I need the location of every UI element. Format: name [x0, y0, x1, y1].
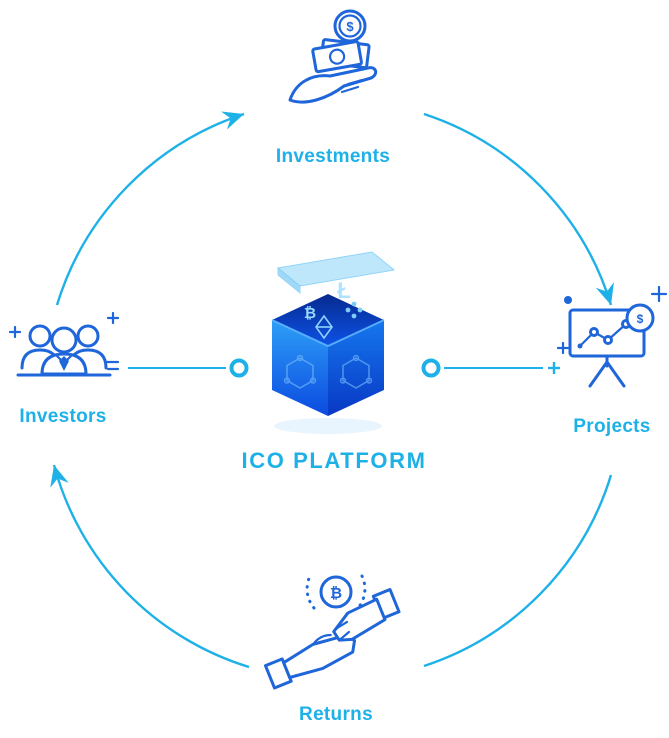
cube-shadow: [274, 418, 382, 434]
cube-rim-highlight: [271, 319, 385, 348]
plus-mark-left: [8, 325, 22, 339]
node-label-projects: Projects: [573, 416, 651, 437]
cycle-arc-returns-to-investors: [52, 464, 250, 669]
connector-ring-right: [421, 358, 441, 378]
blockchain-dots-glyph: [345, 301, 363, 319]
banknotes: [311, 38, 371, 74]
chart-line: [577, 319, 631, 349]
cube-right-face: [328, 320, 384, 416]
easel-stand: [588, 354, 626, 388]
plus-mark-left: [556, 341, 570, 355]
hexagon-circuit-motifs: [283, 354, 373, 389]
ico-cube-icon: Ł ₿: [260, 246, 396, 447]
lines-decoration: [104, 360, 120, 371]
ethereum-glyph: [315, 314, 333, 340]
cube-open-lid: [276, 251, 396, 295]
ico-platform-title: ICO PLATFORM: [241, 448, 427, 473]
plus-mark-right-connector: [548, 362, 560, 374]
cycle-arc-projects-to-returns: [423, 474, 613, 668]
node-label-returns: Returns: [299, 704, 373, 725]
node-label-investments: Investments: [275, 146, 391, 167]
dollar-glyph: $: [637, 312, 644, 326]
dot-decoration: [564, 296, 572, 304]
litecoin-glyph: Ł: [337, 278, 350, 303]
dollar-coin: $: [625, 303, 655, 333]
presentation-chart-icon: $: [556, 285, 668, 407]
investors-group-icon: [6, 298, 122, 407]
front-person: [40, 326, 88, 376]
node-label-investors: Investors: [19, 406, 107, 427]
cube-left-face: [272, 320, 328, 416]
crypto-symbols: Ł ₿: [304, 278, 363, 340]
arrowhead-to-projects: [595, 282, 614, 305]
plus-mark-top-right: [650, 285, 668, 303]
hand-money-icon: $: [280, 4, 404, 141]
holding-hand: [288, 66, 378, 104]
bitcoin-glyph: ₿: [330, 585, 342, 602]
cycle-arc-investments-to-projects: [423, 112, 613, 306]
clasped-hands: [263, 588, 401, 690]
plus-mark-right: [106, 311, 120, 325]
connector-ring-left: [229, 358, 249, 378]
handshake-bitcoin-icon: ₿: [258, 552, 414, 709]
cycle-arc-investors-to-investments: [55, 112, 245, 306]
bitcoin-coin: ₿: [305, 574, 367, 610]
dollar-glyph: $: [346, 19, 354, 34]
arrowhead-to-investors: [50, 465, 69, 488]
arrowhead-to-investments: [221, 111, 244, 130]
bitcoin-glyph: ₿: [304, 305, 316, 322]
